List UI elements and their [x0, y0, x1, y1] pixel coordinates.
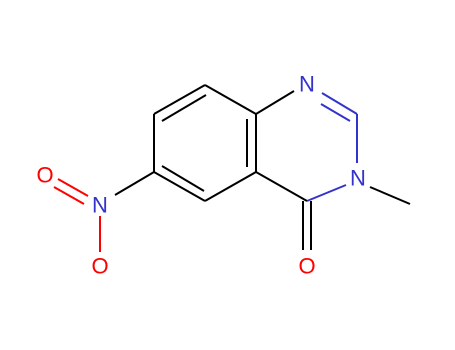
bond-c-nitro — [114, 171, 155, 196]
bond-c9-c10 — [153, 171, 206, 202]
atom-n1-label: N — [299, 72, 315, 97]
bond-c5-c6-inner — [161, 94, 207, 122]
bond-c4-c8 — [255, 171, 308, 202]
atom-o-nitro-upper-label: O — [36, 163, 53, 188]
bond-c7-n1 — [255, 90, 295, 115]
bond-n3-c4 — [306, 184, 347, 202]
benzene-ring — [153, 84, 257, 202]
bond-c2-n1-inner — [320, 103, 351, 122]
carbonyl-group — [302, 201, 312, 250]
bond-c2-n1 — [321, 92, 358, 115]
atom-o-nitro-lower-label: O — [91, 254, 108, 279]
bond-c6-c7 — [204, 84, 257, 115]
bond-n-o-upper — [57, 178, 89, 197]
bond-c9-c10-inner — [161, 165, 205, 192]
atom-o-carbonyl-label: O — [298, 254, 315, 279]
bond-c5-c6 — [153, 84, 206, 115]
pyrimidinone-ring — [255, 90, 411, 205]
atom-n-nitro-label: N — [92, 193, 108, 218]
bond-c8-c9 — [204, 171, 257, 202]
bond-n-o-upper-2 — [53, 186, 85, 205]
bond-n3-methyl — [369, 186, 411, 205]
atom-n3-label: N — [350, 166, 366, 191]
nitro-group — [53, 171, 155, 252]
